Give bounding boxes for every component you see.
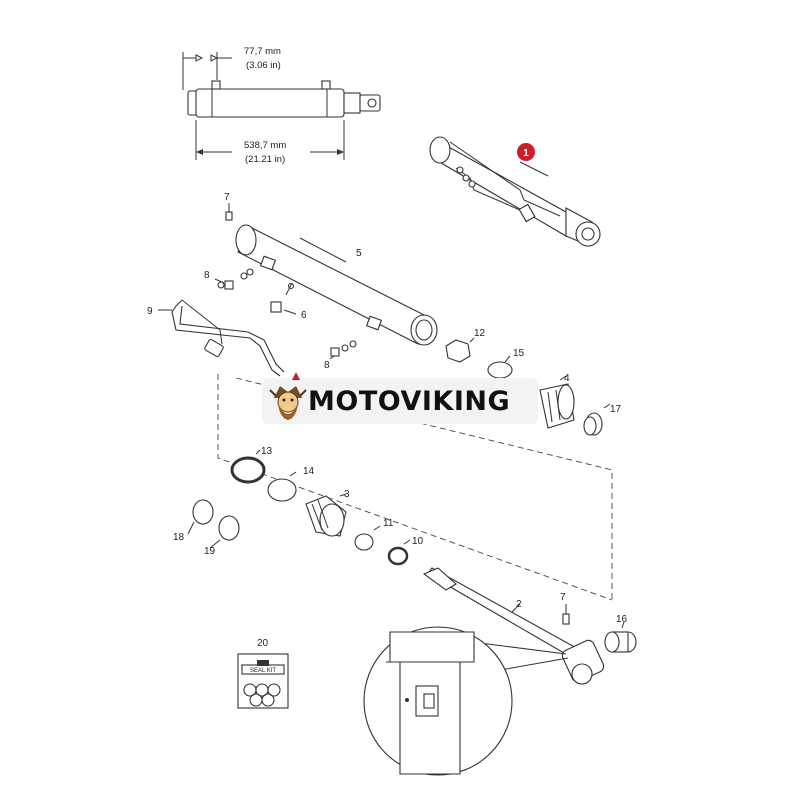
callout-7b: 7: [560, 592, 566, 603]
callout-10: 10: [412, 536, 424, 547]
callout-18: 18: [173, 532, 185, 543]
callout-14: 14: [303, 466, 315, 477]
stroke-dimension-mm: 77,7 mm: [244, 46, 281, 57]
callout-15: 15: [513, 348, 525, 359]
callout-13: 13: [261, 446, 273, 457]
viking-logo-icon: [269, 372, 307, 420]
callout-5: 5: [356, 248, 362, 259]
hydraulic-tube-part-9: [158, 299, 285, 377]
callout-16: 16: [616, 614, 628, 625]
callout-labels: 7 5 8 9 6 8 12 15 4 17 13 14 3 11 10 18 …: [147, 192, 628, 649]
assembly-badge: [517, 143, 535, 161]
watermark-text: MOTOVIKING: [308, 386, 510, 417]
stroke-dimension-in: (3.06 in): [246, 60, 281, 71]
callout-6: 6: [301, 310, 307, 321]
dimension-drawing: 77,7 mm (3.06 in) 538,7 mm (21.21 in): [182, 46, 381, 165]
seal-kit-part-20: SEAL KIT: [237, 653, 289, 709]
watermark: MOTOVIKING: [262, 372, 538, 424]
callout-11: 11: [383, 518, 394, 529]
callout-4: 4: [564, 373, 570, 384]
callout-19: 19: [204, 546, 216, 557]
callout-2: 2: [516, 599, 522, 610]
callout-8a: 8: [204, 270, 210, 281]
length-dimension-mm: 538,7 mm: [244, 140, 286, 151]
callout-20: 20: [257, 638, 269, 649]
piston-part-3: [305, 493, 411, 566]
callout-9: 9: [147, 306, 153, 317]
assembled-cylinder: 1: [429, 136, 601, 247]
rod-part-2: [422, 567, 637, 685]
gland-and-bushing: [539, 375, 611, 436]
seal-kit-label: SEAL KIT: [250, 668, 276, 674]
callout-3: 3: [344, 489, 350, 500]
callout-8b: 8: [324, 360, 330, 371]
fittings: [214, 203, 357, 360]
seals: [187, 449, 297, 549]
nut-and-oring: [445, 337, 513, 379]
callout-17: 17: [610, 404, 622, 415]
detail-zoom-circle: [363, 626, 569, 776]
assembly-badge-number: 1: [523, 148, 529, 159]
length-dimension-in: (21.21 in): [245, 154, 285, 165]
barrel-part-5: [235, 224, 438, 346]
callout-7a: 7: [224, 192, 230, 203]
callout-12: 12: [474, 328, 486, 339]
